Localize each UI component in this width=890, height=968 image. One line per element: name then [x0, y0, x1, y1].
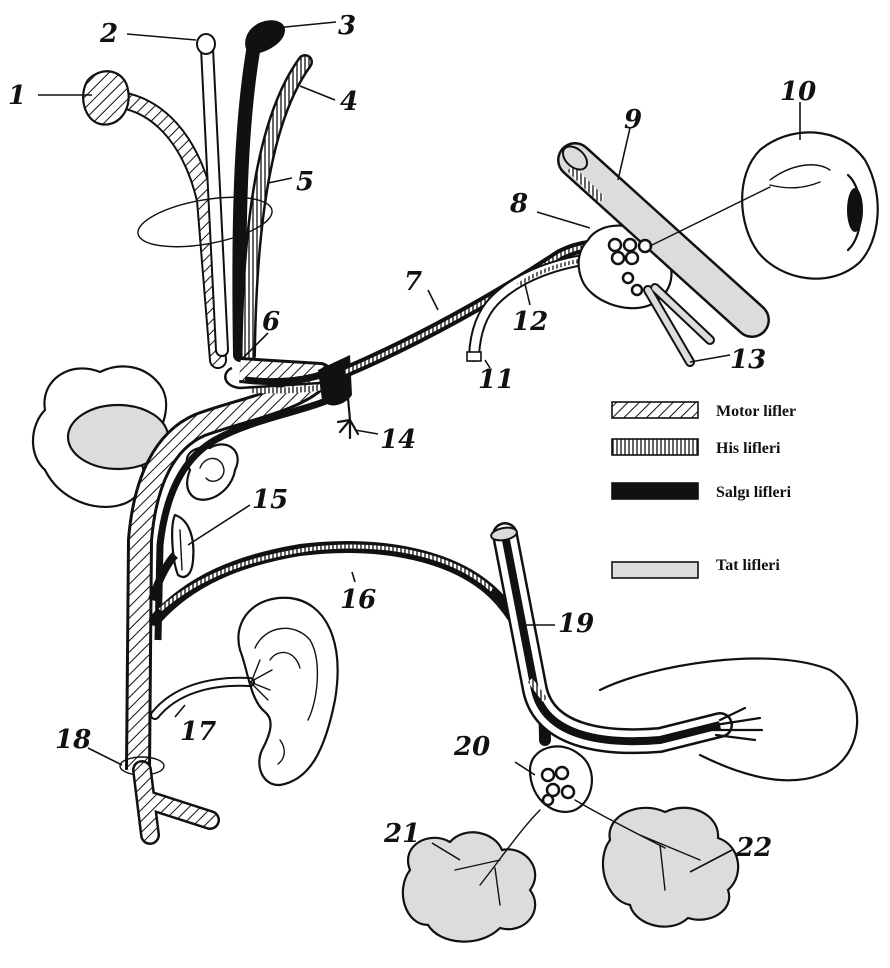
label-2: 2	[99, 19, 118, 49]
submandibular-ganglion-20	[530, 746, 592, 811]
legend-label-secretory: Salgı lifleri	[716, 484, 792, 501]
middle-ear-15	[172, 444, 238, 576]
legend-item-sensory: His lifleri	[612, 439, 781, 457]
gland-22	[603, 808, 738, 927]
ear-17	[155, 598, 338, 785]
label-13: 13	[730, 345, 766, 375]
legend-item-secretory: Salgı lifleri	[612, 483, 792, 501]
label-22: 22	[735, 833, 772, 863]
label-9: 9	[624, 105, 642, 135]
branch-13	[648, 288, 710, 362]
label-1: 1	[8, 81, 26, 111]
legend-label-sensory: His lifleri	[716, 440, 781, 457]
label-11: 11	[478, 365, 514, 395]
label-16: 16	[340, 585, 376, 615]
legend-label-taste: Tat lifleri	[716, 557, 780, 574]
label-18: 18	[55, 725, 91, 755]
motor-nucleus-1	[83, 71, 129, 124]
label-5: 5	[296, 167, 314, 197]
legend-item-motor: Motor lifler	[612, 402, 796, 420]
label-12: 12	[512, 307, 548, 337]
legend-item-taste: Tat lifleri	[612, 557, 780, 578]
label-21: 21	[383, 819, 420, 849]
label-15: 15	[252, 485, 288, 515]
legend: Motor lifler His lifleri Salgı lifleri T…	[612, 402, 796, 578]
label-17: 17	[180, 717, 216, 747]
label-6: 6	[262, 307, 280, 337]
label-19: 19	[558, 609, 594, 639]
branch-14	[338, 398, 358, 438]
gland-21	[403, 832, 535, 941]
motor-root-1	[95, 99, 218, 360]
label-4: 4	[340, 87, 358, 117]
label-8: 8	[509, 189, 528, 219]
label-20: 20	[453, 732, 490, 762]
label-10: 10	[780, 77, 816, 107]
legend-label-motor: Motor lifler	[716, 403, 796, 420]
label-14: 14	[380, 425, 416, 455]
label-7: 7	[404, 267, 422, 297]
label-3: 3	[338, 11, 356, 41]
